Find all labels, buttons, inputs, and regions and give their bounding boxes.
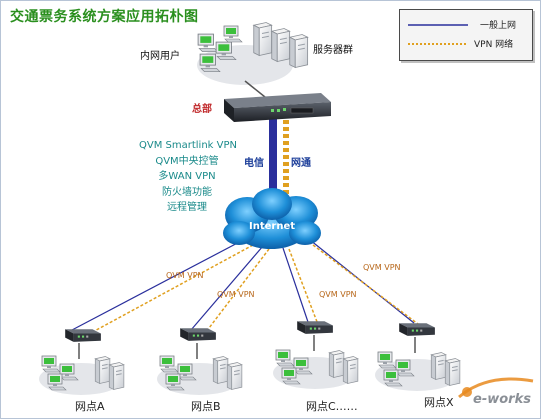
legend-vpn-label: VPN 网络 — [474, 40, 514, 50]
general-line-b — [190, 245, 264, 331]
branch-router-x — [399, 323, 435, 336]
internet-label: Internet — [249, 221, 296, 232]
branch-router-c — [297, 321, 333, 334]
legend-general-label: 一般上网 — [480, 21, 517, 31]
branch-label-b: 网点B — [191, 400, 221, 413]
hq-feature-list: QVM Smartlink VPN QVM中央控管 多WAN VPN 防火墙功能… — [139, 138, 237, 216]
vpn-line-x — [308, 241, 423, 328]
hq-lan-platform — [197, 45, 293, 85]
watermark-text: e-works — [473, 392, 531, 407]
vpn-label-x: QVM VPN — [363, 263, 401, 272]
general-line-c — [282, 247, 309, 323]
intranet-users-label: 内网用户 — [140, 51, 180, 62]
branch-site-b — [157, 355, 243, 395]
branch-label-x: 网点X — [424, 396, 454, 409]
vpn-line-c — [288, 248, 320, 328]
feature-item: 多WAN VPN — [158, 171, 216, 182]
legend: 一般上网 VPN 网络 — [399, 9, 533, 61]
branch-site-x — [375, 351, 461, 391]
branch-site-c — [273, 349, 359, 389]
branch-router-b — [180, 328, 216, 341]
hq-general-trunk — [269, 113, 277, 208]
branch-label-a: 网点A — [75, 400, 105, 413]
hq-label: 总部 — [192, 104, 212, 115]
hq-router — [224, 93, 331, 122]
vpn-label-c: QVM VPN — [319, 290, 357, 299]
feature-item: 远程管理 — [167, 202, 207, 213]
isp-netcom-label: 网通 — [291, 158, 311, 169]
vpn-line-b — [205, 248, 270, 333]
general-line-a — [71, 237, 248, 331]
internet-cloud — [223, 188, 321, 249]
branch-router-a — [65, 329, 101, 342]
branch-site-a — [39, 355, 125, 395]
feature-item: 防火墙功能 — [162, 186, 212, 198]
branch-label-c: 网点C…… — [306, 400, 358, 413]
feature-item: QVM中央控管 — [155, 155, 219, 167]
server-group-label: 服务器群 — [313, 45, 353, 56]
vpn-label-b: QVM VPN — [217, 290, 255, 299]
isp-telecom-label: 电信 — [244, 158, 264, 169]
feature-item: QVM Smartlink VPN — [139, 140, 237, 151]
diagram-title: 交通票务系统方案应用拓朴图 — [10, 9, 199, 25]
vpn-line-a — [88, 244, 254, 335]
vpn-label-a: QVM VPN — [166, 271, 204, 280]
